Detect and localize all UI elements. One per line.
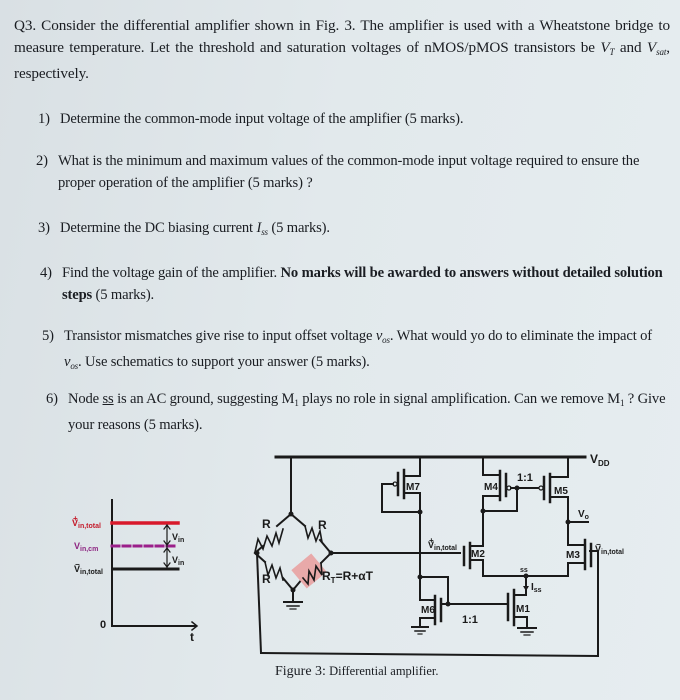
time-label: t <box>190 630 194 644</box>
svg-text:Vin: Vin <box>172 532 184 544</box>
vin-minus-wave-label: Vin,total− <box>74 560 103 576</box>
part-3: 3) Determine the DC biasing current Iss … <box>38 220 330 237</box>
svg-text:M7: M7 <box>406 482 420 493</box>
part-4: 4) Find the voltage gain of the amplifie… <box>40 265 663 303</box>
svg-text:1:1: 1:1 <box>462 614 478 626</box>
rt-label: RT=R+αT <box>322 569 374 585</box>
origin-label: 0 <box>100 619 106 631</box>
svg-text:R: R <box>262 572 271 586</box>
ss-label: ss <box>520 567 528 574</box>
svg-text:M6: M6 <box>421 605 435 616</box>
resistor-r-top-left <box>254 528 284 553</box>
vdd-label: VDD <box>590 452 610 468</box>
svg-text:M4: M4 <box>484 482 498 493</box>
vin-minus-label: Vin,total− <box>595 540 624 556</box>
part-2: 2) What is the minimum and maximum value… <box>36 153 640 191</box>
node-dot <box>288 511 294 517</box>
svg-text:R: R <box>318 518 327 532</box>
svg-text:1:1: 1:1 <box>517 472 533 484</box>
vin-plus-label: Vin,total+ <box>428 536 457 552</box>
ss-node-dot <box>523 573 529 579</box>
svg-text:M5: M5 <box>554 486 568 497</box>
part-5: 5) Transistor mismatches give rise to in… <box>42 328 652 371</box>
resistor-r-bottom-left <box>264 561 284 581</box>
svg-text:M2: M2 <box>471 549 485 560</box>
vin-plus-wave-label: Vin,total+ <box>72 514 101 530</box>
figure-caption: Figure 3: Differential amplifier. <box>275 664 439 679</box>
vo-label: Vo <box>578 509 589 521</box>
differential-amplifier-figure: Vin,total+ Vin,cm Vin,total− Vin Vin 0 t… <box>72 452 624 658</box>
svg-text:M1: M1 <box>516 604 530 615</box>
svg-text:Vin: Vin <box>172 555 184 567</box>
part-6: 6) Node ss is an AC ground, suggesting M… <box>46 391 666 433</box>
resistor-rt <box>301 562 323 587</box>
vin-cm-wave-label: Vin,cm <box>74 541 98 553</box>
iss-label: Iss <box>531 582 542 594</box>
question-intro: Q3. Consider the differential amplifier … <box>14 17 671 82</box>
question-id: Q3. <box>14 17 37 34</box>
svg-text:R: R <box>262 517 271 531</box>
waveform-axes <box>111 499 199 632</box>
part-1: 1) Determine the common-mode input volta… <box>38 111 464 127</box>
resistor-r-top-right <box>304 525 324 545</box>
svg-text:M3: M3 <box>566 550 580 561</box>
